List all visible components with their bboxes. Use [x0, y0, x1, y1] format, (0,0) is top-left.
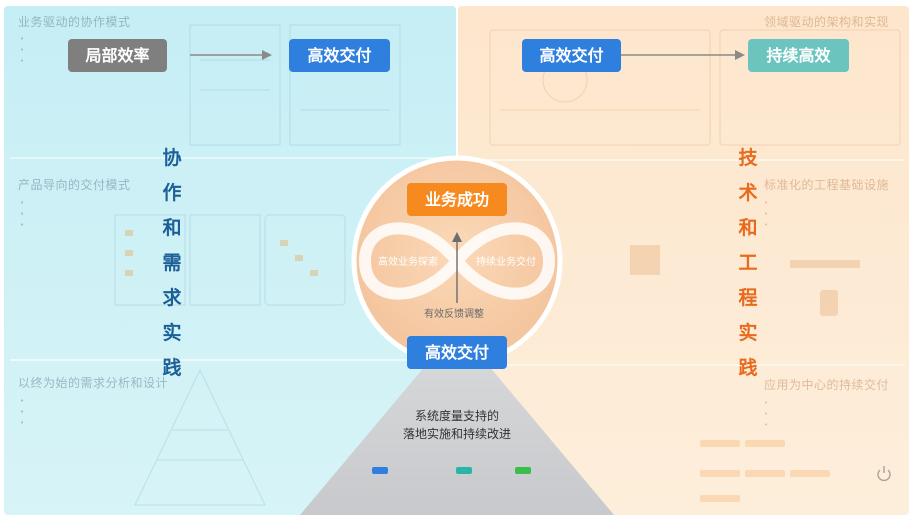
- mini-chip: [515, 467, 531, 474]
- business-success-chip: 业务成功: [407, 183, 507, 216]
- section-title-product-delivery: 产品导向的交付模式: [18, 178, 131, 192]
- loop-label-delivery: 持续业务交付: [476, 257, 536, 268]
- power-icon: [877, 466, 891, 482]
- arrow-right-icon: [615, 50, 745, 60]
- collaboration-practice-heading: 协作和需求实践: [162, 147, 182, 379]
- engineering-practice-heading: 技术和工程实践: [738, 147, 758, 379]
- right-panel: [458, 6, 909, 515]
- section-title-engineering-infra: 标准化的工程基础设施: [764, 178, 890, 192]
- mini-chip: [372, 467, 388, 474]
- section-title-architecture: 领域驱动的架构和实现: [764, 15, 890, 29]
- efficient-delivery-chip: 高效交付: [407, 336, 507, 369]
- loop-label-exploration: 高效业务探索: [378, 257, 438, 268]
- section-title-app-delivery: 应用为中心的持续交付: [764, 378, 890, 392]
- section-bullets: [20, 198, 24, 231]
- local-efficiency-chip: 局部效率: [68, 39, 167, 72]
- section-bullets: [20, 34, 24, 67]
- mini-chip: [456, 467, 472, 474]
- bottom-caption: 系统度量支持的 落地实施和持续改进: [402, 409, 511, 441]
- feedback-label: 有效反馈调整: [424, 309, 484, 320]
- efficient-delivery-chip: 高效交付: [289, 39, 390, 72]
- efficient-delivery-chip: 高效交付: [522, 39, 621, 72]
- arrow-right-icon: [190, 50, 272, 60]
- section-bullets: [764, 198, 768, 231]
- left-panel: [4, 6, 456, 515]
- section-title-collaboration: 业务驱动的协作模式: [18, 15, 131, 29]
- section-title-requirements: 以终为始的需求分析和设计: [18, 376, 169, 390]
- sustained-efficiency-chip: 持续高效: [748, 39, 849, 72]
- section-bullets: [764, 398, 768, 431]
- section-bullets: [20, 396, 24, 429]
